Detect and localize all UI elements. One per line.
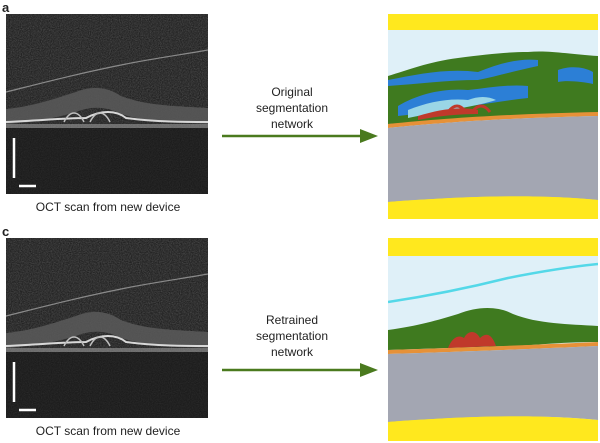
arrow-label-line: segmentation <box>255 101 329 115</box>
panel-letter-a: a <box>2 0 10 15</box>
oct-scan-image-bottom <box>6 238 208 418</box>
arrow-label-line: Original <box>271 85 313 99</box>
segmentation-map-bottom <box>388 238 598 443</box>
arrow-label-top: Original segmentation network <box>217 84 367 132</box>
arrow-label-line: segmentation <box>255 329 329 343</box>
segmentation-map-top <box>388 14 598 219</box>
right-arrow-icon <box>222 363 378 377</box>
scan-caption-top: OCT scan from new device <box>35 200 181 214</box>
arrow-label-line: network <box>270 117 314 131</box>
right-arrow-icon <box>222 129 378 143</box>
panel-letter-c: c <box>2 224 10 239</box>
arrow-label-line: network <box>270 345 314 359</box>
oct-scan-image-top <box>6 14 208 194</box>
arrow-label-bottom: Retrained segmentation network <box>217 312 367 360</box>
arrow-label-line: Retrained <box>265 313 319 327</box>
scan-caption-bottom: OCT scan from new device <box>35 424 181 438</box>
